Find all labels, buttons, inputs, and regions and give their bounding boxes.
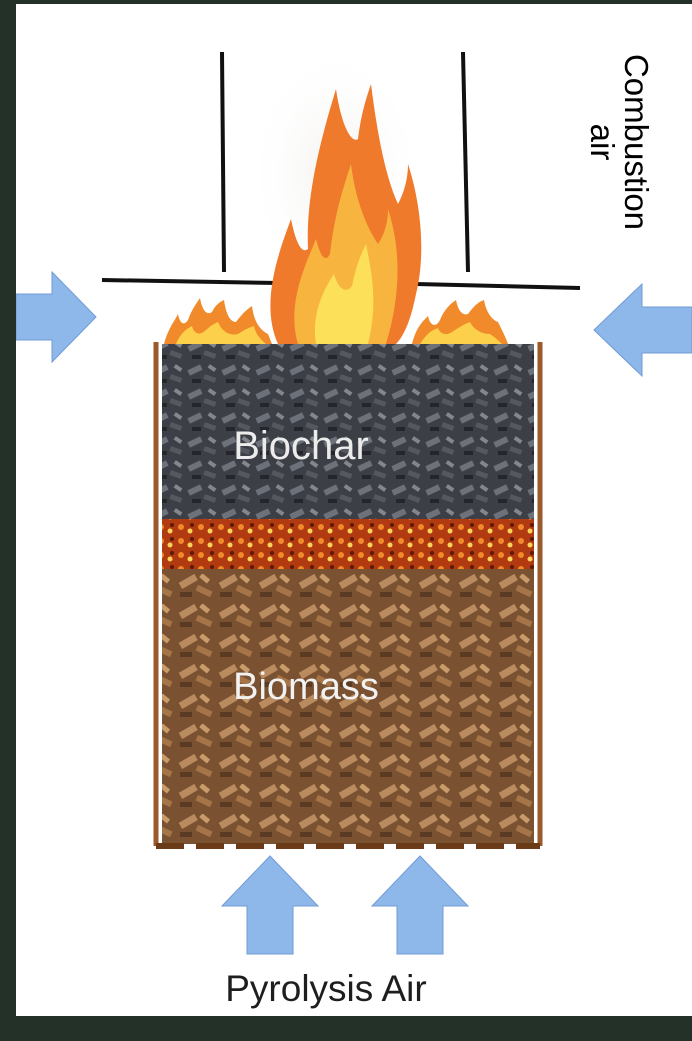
left-air-arrow-icon <box>16 272 96 362</box>
ember-layer <box>162 519 534 569</box>
chimney-right-wall <box>463 52 468 272</box>
pyrolysis-arrow-icon <box>222 856 318 954</box>
biochar-label: Biochar <box>166 424 436 469</box>
baffle-right <box>416 284 580 288</box>
pyrolysis-air-label: Pyrolysis Air <box>76 968 576 1010</box>
combustion-label-line2: air <box>585 22 619 262</box>
right-air-arrow-icon <box>594 284 692 376</box>
combustion-label-line1: Combustion <box>619 22 653 262</box>
combustion-air-label: Combustion air <box>583 22 653 262</box>
diagram-panel: Combustion air Biochar Biomass Pyrolysis… <box>16 4 692 1016</box>
biomass-label: Biomass <box>171 666 441 709</box>
pyrolysis-arrow-icon <box>372 856 468 954</box>
baffle-left <box>102 280 278 283</box>
chimney-left-wall <box>222 52 224 272</box>
